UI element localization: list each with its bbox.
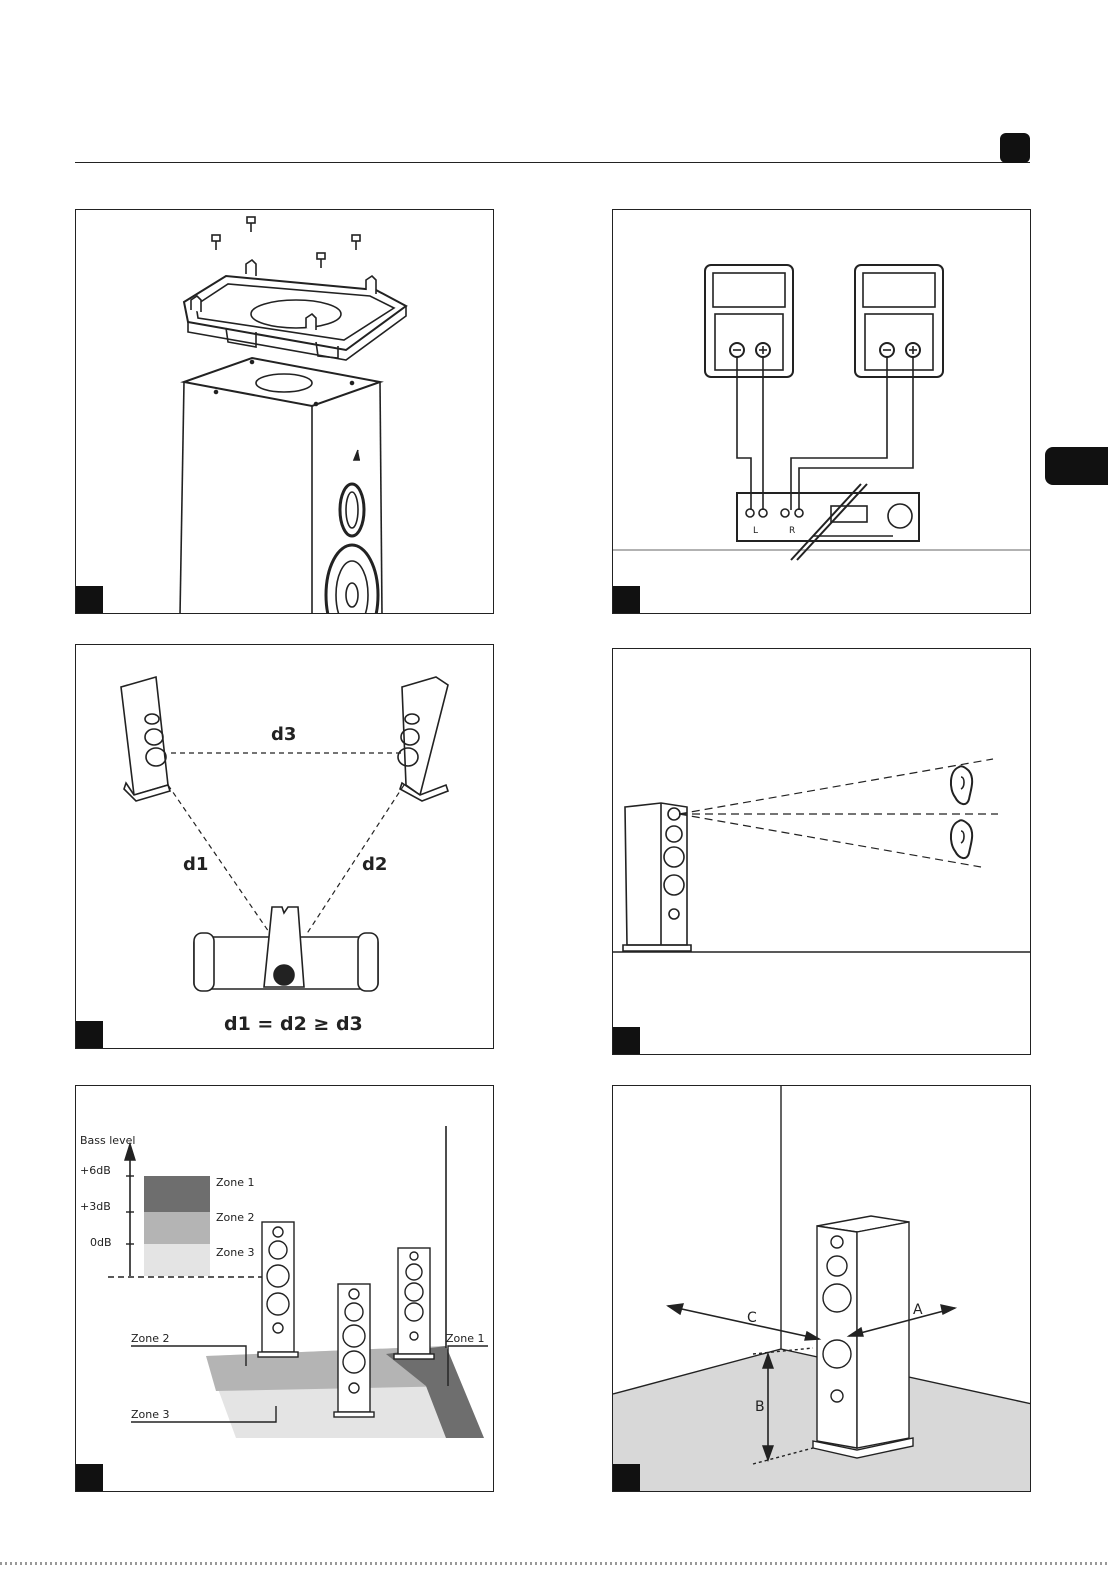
- floorstanding-speaker: [813, 1216, 913, 1458]
- label-d2: d2: [362, 854, 387, 875]
- panel-spike-base-assembly: [75, 209, 494, 614]
- language-tab: [1045, 447, 1108, 485]
- left-speaker: [121, 677, 170, 801]
- spike-base-illustration: [76, 210, 494, 614]
- speaker-cables: [737, 357, 913, 510]
- sofa-with-listener: [194, 907, 378, 991]
- panel-number-badge: [76, 586, 103, 613]
- panel-number-badge: [613, 586, 640, 613]
- callout-zone-1: Zone 1: [446, 1332, 485, 1345]
- speaker-zone-3: [334, 1284, 374, 1417]
- header-rule: [75, 162, 1030, 163]
- legend-zone-2: Zone 2: [216, 1211, 255, 1224]
- panel-tweeter-height-ear: [612, 648, 1031, 1055]
- left-speaker-back: [705, 265, 793, 377]
- legend-zone-1: Zone 1: [216, 1176, 255, 1189]
- zone1-bar: [144, 1176, 210, 1212]
- tick-plus-3db: +3dB: [80, 1200, 111, 1213]
- triangle-illustration: d3 d1 d2 d1 = d2 ≥ d3: [76, 645, 494, 1049]
- callout-zone-2: Zone 2: [131, 1332, 170, 1345]
- wiring-illustration: L R: [613, 210, 1031, 614]
- terminal-left-label: L: [753, 526, 758, 536]
- panel-number-badge: [613, 1027, 640, 1054]
- label-c: C: [747, 1310, 757, 1326]
- bass-level-axis-label: Bass level: [80, 1134, 135, 1147]
- panel-number-badge: [76, 1021, 103, 1048]
- distance-formula: d1 = d2 ≥ d3: [224, 1013, 363, 1035]
- legend-zone-3: Zone 3: [216, 1246, 255, 1259]
- terminal-right-label: R: [789, 526, 795, 536]
- wall-distance-illustration: C A B: [613, 1086, 1031, 1492]
- floorstanding-speaker: [623, 803, 691, 951]
- ear-height-illustration: [613, 649, 1031, 1055]
- panel-wall-distances: C A B: [612, 1085, 1031, 1492]
- page-number-tab: [1000, 133, 1030, 163]
- amplifier: [737, 484, 919, 560]
- speaker-zone-2: [258, 1222, 298, 1357]
- tick-plus-6db: +6dB: [80, 1164, 111, 1177]
- right-speaker-back: [855, 265, 943, 377]
- zone2-bar: [144, 1212, 210, 1244]
- right-speaker: [398, 677, 448, 801]
- callout-zone-3: Zone 3: [131, 1408, 170, 1421]
- panel-bass-zones: Bass level +6dB +3dB 0dB Zone 1 Zone 2 Z…: [75, 1085, 494, 1492]
- panel-number-badge: [613, 1464, 640, 1491]
- panel-number-badge: [76, 1464, 103, 1491]
- speaker-cabinet: [180, 358, 382, 614]
- label-d3: d3: [271, 724, 296, 745]
- panel-amplifier-connection: L R: [612, 209, 1031, 614]
- label-d1: d1: [183, 854, 208, 875]
- ear-icon: [951, 820, 972, 858]
- tick-0db: 0dB: [90, 1236, 112, 1249]
- base-plate: [184, 260, 406, 360]
- speaker-zone-1: [394, 1248, 434, 1359]
- bottom-scan-edge: [0, 1562, 1108, 1565]
- zone3-bar: [144, 1244, 210, 1276]
- label-a: A: [913, 1302, 923, 1318]
- screw-icon: [212, 217, 360, 268]
- ear-icon: [951, 766, 972, 804]
- bass-zones-illustration: Bass level +6dB +3dB 0dB Zone 1 Zone 2 Z…: [76, 1086, 494, 1492]
- panel-listening-triangle: d3 d1 d2 d1 = d2 ≥ d3: [75, 644, 494, 1049]
- label-b: B: [755, 1399, 765, 1415]
